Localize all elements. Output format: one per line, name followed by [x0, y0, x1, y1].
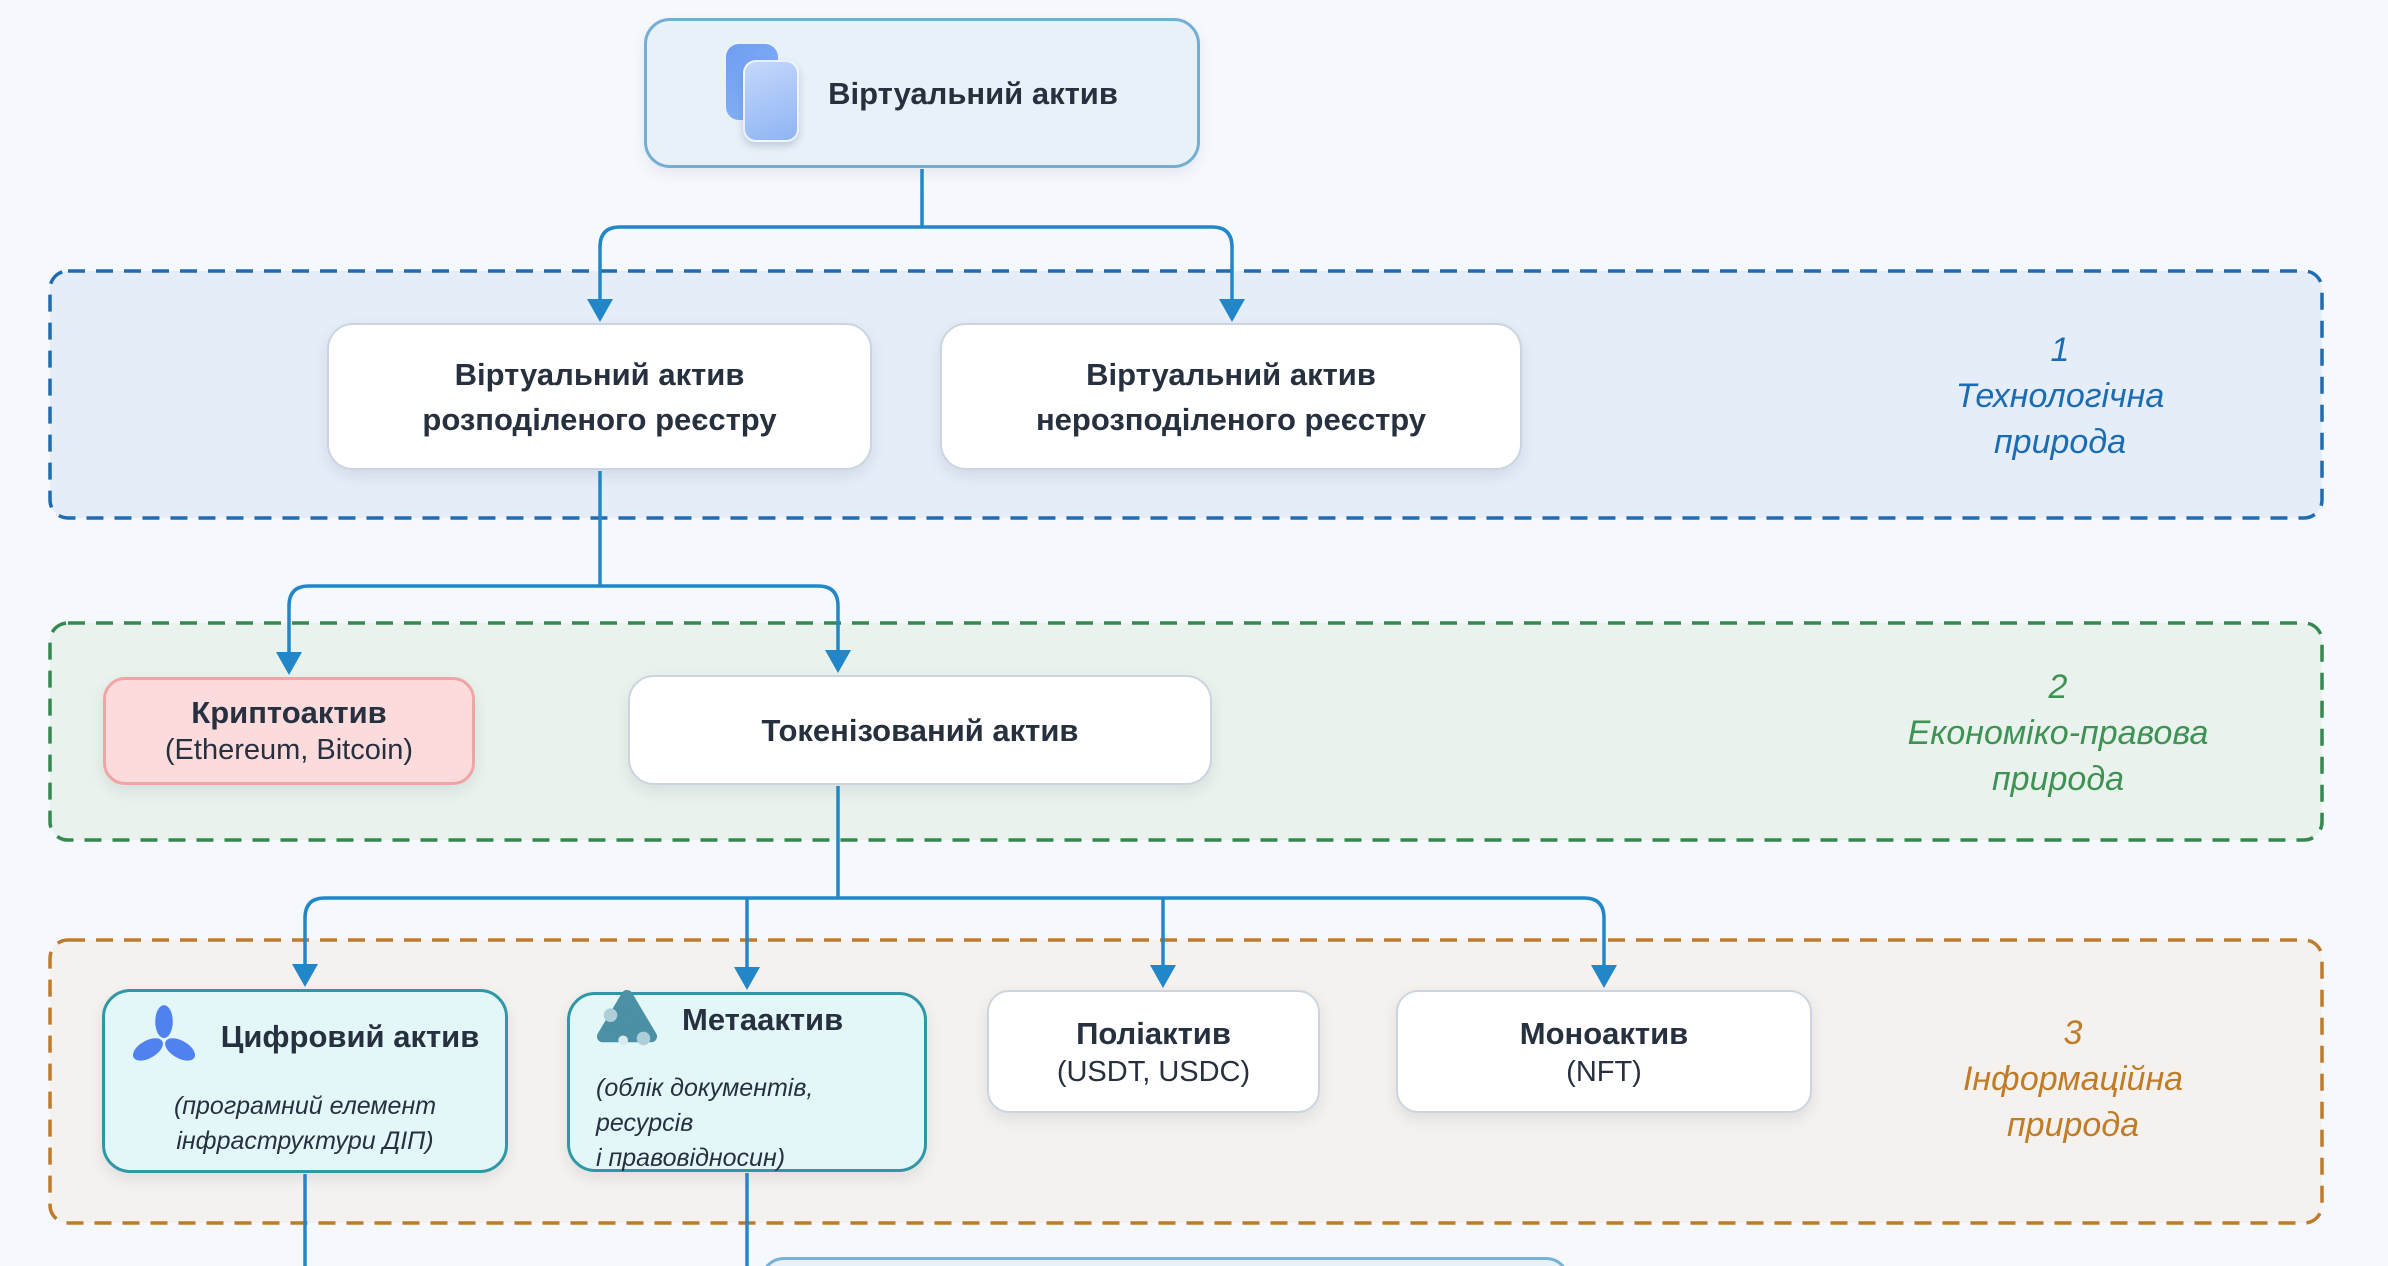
node-tokenized-label: Токенізований актив — [761, 712, 1079, 748]
node-polyasset-title: Поліактив — [1076, 1015, 1231, 1051]
layer-3-nature: природа — [2006, 1106, 2140, 1144]
node-virtual-asset: Віртуальний актив — [644, 18, 1200, 168]
layer-1-name: Технологічна — [1955, 377, 2165, 415]
node-digital-title: Цифровий актив — [220, 1018, 480, 1054]
node-digital-subtitle: (програмний елемент інфраструктури ДІП) — [173, 1092, 437, 1155]
layer-1-label: 1 Технологічна природа — [1840, 327, 2280, 465]
layer-1-nature: природа — [1993, 423, 2127, 461]
knot-icon — [596, 989, 658, 1045]
node-digital-asset: Цифровий актив (програмний елемент інфра… — [102, 989, 508, 1173]
layer-3-number: 3 — [2063, 1014, 2083, 1052]
node-meta-asset: Метаактив (облік документів, ресурсів і … — [567, 989, 927, 1172]
layered-cards-icon — [726, 44, 800, 142]
node-polyasset: Поліактив (USDT, USDC) — [987, 990, 1320, 1113]
layer-2-number: 2 — [2048, 668, 2068, 706]
node-dlt-label: Віртуальний актив розподіленого реєстру — [422, 356, 777, 437]
layer-3-label: 3 Інформаційна природа — [1853, 1010, 2293, 1148]
node-meta-title: Метаактив — [682, 1002, 844, 1037]
node-tokenized-asset: Токенізований актив — [628, 675, 1212, 785]
layer-1-number: 1 — [2050, 331, 2070, 369]
node-dlt-virtual-asset: Віртуальний актив розподіленого реєстру — [327, 323, 872, 470]
layer-3-name: Інформаційна — [1962, 1060, 2184, 1098]
node-partial-bottom — [760, 1257, 1570, 1266]
propeller-icon — [132, 1005, 195, 1061]
node-cryptoasset-title: Криптоактив — [191, 695, 387, 730]
node-meta-subtitle: (облік документів, ресурсів і правовідно… — [596, 1073, 814, 1172]
layer-2-nature: природа — [1991, 760, 2125, 798]
node-monoasset-subtitle: (NFT) — [1566, 1055, 1642, 1088]
node-monoasset-title: Моноактив — [1519, 1015, 1689, 1051]
node-non-dlt-label: Віртуальний актив нерозподіленого реєстр… — [1035, 356, 1427, 437]
node-cryptoasset-subtitle: (Ethereum, Bitcoin) — [164, 734, 414, 766]
node-cryptoasset: Криптоактив (Ethereum, Bitcoin) — [103, 677, 475, 785]
node-virtual-asset-label: Віртуальний актив — [828, 75, 1118, 111]
node-polyasset-subtitle: (USDT, USDC) — [1056, 1055, 1251, 1088]
node-monoasset: Моноактив (NFT) — [1396, 990, 1812, 1113]
node-non-dlt-virtual-asset: Віртуальний актив нерозподіленого реєстр… — [940, 323, 1522, 470]
layer-2-label: 2 Економіко-правова природа — [1838, 664, 2278, 802]
layer-2-name: Економіко-правова — [1907, 714, 2209, 752]
